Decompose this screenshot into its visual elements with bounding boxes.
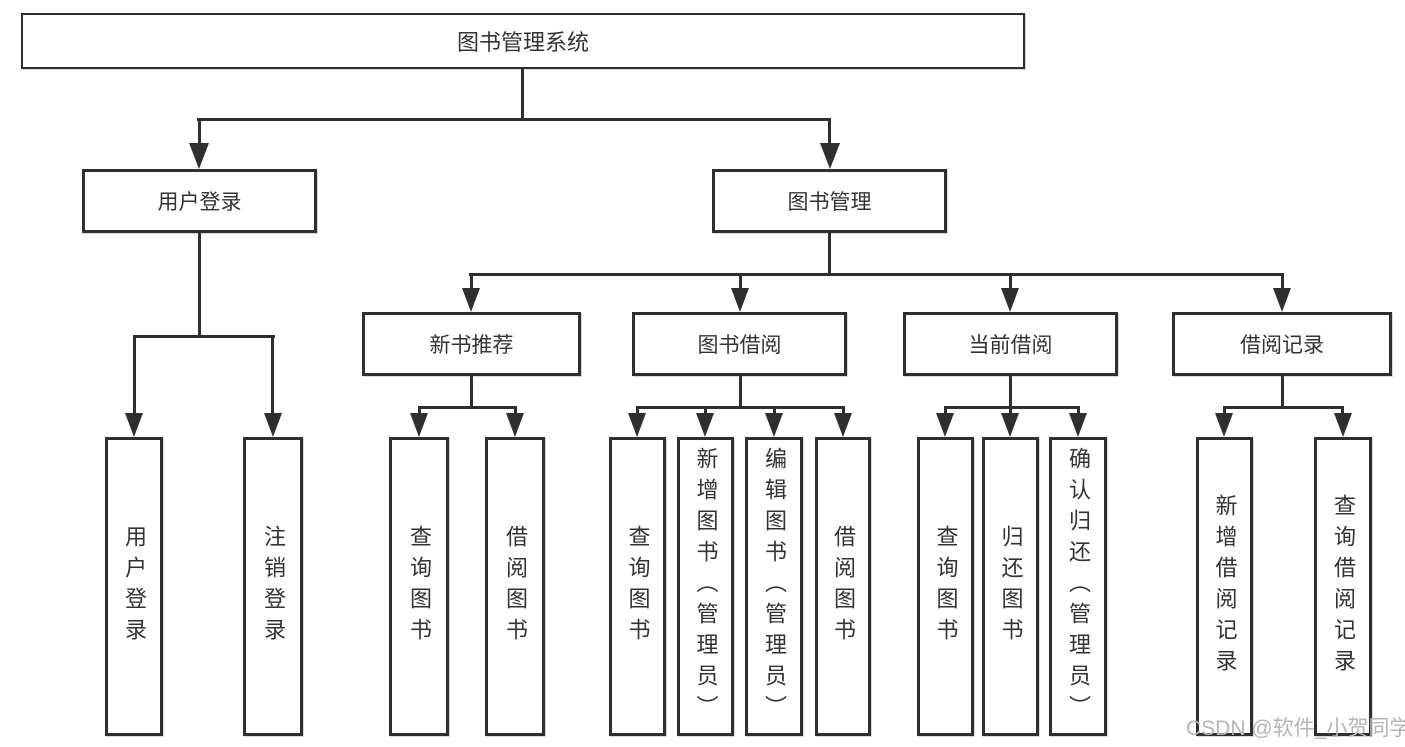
node-group-current-borrow-label: 当前借阅	[968, 334, 1053, 357]
leaf-record-query-label: 查询借阅记录	[1331, 493, 1356, 680]
connector-line	[197, 118, 831, 121]
leaf-record-add-label: 新增借阅记录	[1212, 493, 1238, 680]
node-root-label: 图书管理系统	[456, 30, 589, 55]
connector-line	[1341, 406, 1344, 416]
leaf-logout-label: 注销登录	[261, 524, 286, 649]
leaf-newbook-query-label: 查询图书	[407, 524, 432, 649]
arrow-down-icon	[1334, 413, 1352, 437]
connector-line	[828, 118, 831, 146]
arrow-down-icon	[1001, 413, 1019, 437]
connector-line	[944, 406, 947, 416]
arrow-down-icon	[189, 143, 209, 169]
leaf-borrow-query: 查询图书	[609, 437, 666, 736]
leaf-borrow-edit-admin-label: 编辑图书（管理员）	[762, 447, 787, 726]
connector-line	[198, 118, 201, 146]
leaf-current-query: 查询图书	[917, 437, 974, 736]
arrow-down-icon	[820, 143, 840, 169]
connector-line	[1009, 406, 1012, 416]
connector-line	[842, 406, 845, 416]
node-root: 图书管理系统	[21, 13, 1025, 69]
leaf-user-login: 用户登录	[105, 437, 163, 736]
arrow-down-icon	[731, 288, 749, 312]
node-group-borrow-record-label: 借阅记录	[1240, 334, 1324, 357]
leaf-borrow-add-admin: 新增图书（管理员）	[677, 437, 734, 736]
leaf-newbook-borrow: 借阅图书	[485, 437, 545, 736]
leaf-current-return-label: 归还图书	[998, 524, 1024, 649]
connector-line	[944, 406, 1080, 409]
node-group-new-book-label: 新书推荐	[429, 334, 514, 357]
connector-line	[636, 406, 639, 416]
connector-line	[1077, 406, 1080, 416]
connector-line	[773, 406, 776, 416]
arrow-down-icon	[264, 413, 282, 437]
leaf-current-confirm-admin: 确认归还（管理员）	[1049, 437, 1107, 736]
connector-line	[1009, 376, 1012, 409]
node-group-book-borrow: 图书借阅	[632, 312, 847, 376]
connector-line	[418, 406, 517, 409]
connector-line	[470, 273, 473, 291]
node-group-borrow-record: 借阅记录	[1172, 312, 1392, 376]
connector-line	[418, 406, 421, 416]
connector-line	[271, 335, 274, 415]
arrow-down-icon	[125, 413, 143, 437]
connector-line	[1223, 406, 1226, 416]
leaf-newbook-query: 查询图书	[389, 437, 449, 736]
arrow-down-icon	[765, 413, 783, 437]
connector-line	[133, 335, 275, 338]
node-book-management-label: 图书管理	[787, 191, 872, 214]
leaf-record-query: 查询借阅记录	[1314, 437, 1372, 736]
node-group-new-book: 新书推荐	[362, 312, 581, 376]
arrow-down-icon	[1273, 288, 1291, 312]
leaf-user-login-label: 用户登录	[122, 524, 147, 649]
arrow-down-icon	[1215, 413, 1233, 437]
connector-line	[739, 273, 742, 291]
connector-line	[198, 233, 201, 338]
node-user-login-label: 用户登录	[157, 191, 242, 214]
leaf-current-return: 归还图书	[982, 437, 1039, 736]
arrow-down-icon	[462, 288, 480, 312]
leaf-borrow-add-admin-label: 新增图书（管理员）	[693, 447, 719, 726]
arrow-down-icon	[696, 413, 714, 437]
arrow-down-icon	[628, 413, 646, 437]
connector-line	[739, 376, 742, 409]
node-group-book-borrow-label: 图书借阅	[697, 334, 782, 357]
connector-line	[636, 406, 845, 409]
connector-line	[133, 335, 136, 415]
connector-line	[704, 406, 707, 416]
connector-line	[1009, 273, 1012, 291]
arrow-down-icon	[834, 413, 852, 437]
leaf-borrow-edit-admin: 编辑图书（管理员）	[745, 437, 803, 736]
arrow-down-icon	[1069, 413, 1087, 437]
leaf-newbook-borrow-label: 借阅图书	[503, 524, 528, 649]
arrow-down-icon	[410, 413, 428, 437]
connector-line	[514, 406, 517, 416]
leaf-borrow-borrow: 借阅图书	[815, 437, 871, 736]
leaf-record-add: 新增借阅记录	[1196, 437, 1253, 736]
connector-line	[1281, 376, 1284, 409]
leaf-current-confirm-admin-label: 确认归还（管理员）	[1066, 447, 1091, 726]
connector-line	[470, 376, 473, 409]
arrow-down-icon	[936, 413, 954, 437]
arrow-down-icon	[1001, 288, 1019, 312]
connector-line	[521, 68, 524, 120]
node-user-login: 用户登录	[82, 169, 317, 233]
leaf-borrow-borrow-label: 借阅图书	[831, 524, 856, 649]
connector-line	[828, 233, 831, 276]
node-book-management: 图书管理	[712, 169, 947, 233]
arrow-down-icon	[506, 413, 524, 437]
connector-line	[1223, 406, 1344, 409]
node-group-current-borrow: 当前借阅	[903, 312, 1118, 376]
csdn-watermark: CSDN @软件_小贺同学	[1186, 717, 1405, 740]
leaf-logout: 注销登录	[243, 437, 303, 736]
connector-line	[1281, 273, 1284, 291]
leaf-borrow-query-label: 查询图书	[625, 524, 651, 649]
connector-line	[469, 273, 1284, 276]
leaf-current-query-label: 查询图书	[933, 524, 959, 649]
